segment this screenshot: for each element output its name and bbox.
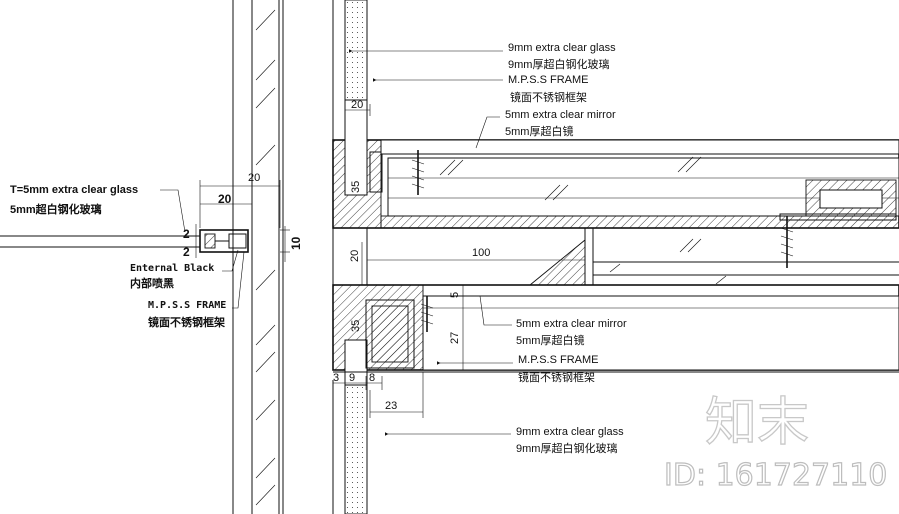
dim-27: 27 [449,332,461,344]
dim-2-upper: 2 [183,227,190,241]
dim-20-top: 20 [351,99,363,111]
label-left-frame-cn: 镜面不锈钢框架 [148,315,225,329]
left-dimensions: 20 20 2 2 10 [183,172,303,262]
dim-8: 8 [369,372,375,384]
label-top-mirror-cn: 5mm厚超白镜 [505,124,573,138]
dim-2-lower: 2 [183,245,190,259]
dim-23: 23 [385,400,397,412]
dim-3: 3 [333,372,339,384]
dim-35-top: 35 [350,181,362,193]
lower-frame-section [332,284,899,386]
label-external-black-en: Enternal Black [130,263,214,274]
label-top-glass-en: 9mm extra clear glass [508,42,616,54]
dim-20-mid: 20 [349,250,361,262]
label-mid-frame-en: M.P.S.S FRAME [518,354,598,366]
label-mid-mirror-en: 5mm extra clear mirror [516,318,627,330]
dim-9: 9 [349,372,355,384]
dim-20-lower: 20 [218,192,232,206]
right-vertical-glass [332,0,368,514]
dim-5: 5 [449,292,461,298]
dim-20-upper: 20 [248,172,260,184]
dim-10: 10 [289,236,303,250]
label-mid-mirror-cn: 5mm厚超白镜 [516,333,584,347]
upper-frame-section [332,99,899,268]
label-bottom-glass-cn: 9mm厚超白钢化玻璃 [516,441,617,455]
middle-cavity [332,228,899,286]
label-external-black-cn: 内部喷黑 [130,276,174,290]
watermark: 知末 ID: 161727110 [663,392,888,493]
watermark-brand: 知末 [705,393,809,453]
dim-100: 100 [472,247,490,259]
label-top-frame-en: M.P.S.S FRAME [508,74,588,86]
label-top-frame-cn: 镜面不锈钢框架 [510,90,587,104]
left-annotations: T=5mm extra clear glass 5mm超白钢化玻璃 Entern… [10,184,245,329]
watermark-id: ID: 161727110 [664,458,887,493]
left-frame-profile [199,229,249,253]
right-annotations: 9mm extra clear glass 9mm厚超白钢化玻璃 M.P.S.S… [349,42,627,455]
label-top-glass-cn: 9mm厚超白钢化玻璃 [508,57,609,71]
left-shelf-lines [0,235,200,248]
label-left-glass-cn: 5mm超白钢化玻璃 [10,202,102,216]
label-bottom-glass-en: 9mm extra clear glass [516,426,624,438]
label-left-frame-en: M.P.S.S FRAME [148,300,226,311]
label-left-glass-en: T=5mm extra clear glass [10,184,138,196]
label-top-mirror-en: 5mm extra clear mirror [505,109,616,121]
dim-35-bottom: 35 [350,320,362,332]
label-mid-frame-cn: 镜面不锈钢框架 [518,370,595,384]
right-dimensions: 20 35 20 100 5 35 27 3 9 8 23 [333,99,586,418]
left-glass-panel [232,0,284,514]
